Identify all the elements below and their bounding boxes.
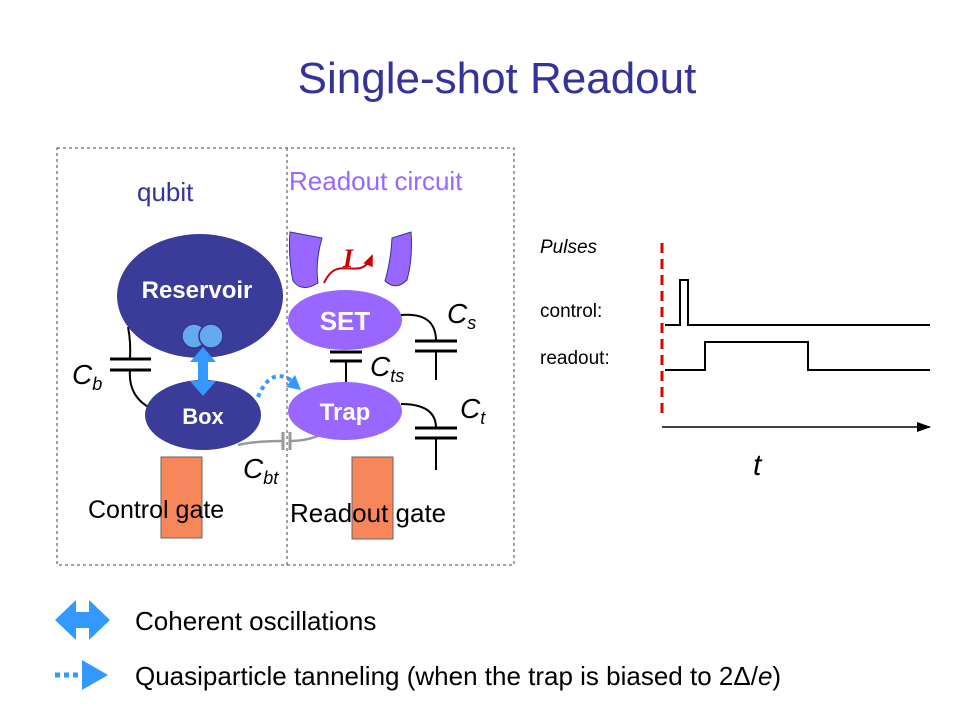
time-axis-label: t [753, 449, 763, 482]
current-label: I [342, 244, 354, 273]
ct-label: Ct [460, 393, 486, 428]
pulse-timing-panel: Pulses control: readout: t [540, 237, 931, 482]
set-lead-left [288, 231, 323, 288]
legend-coherent-text: Coherent oscillations [135, 606, 376, 636]
legend-quasiparticle-text: Quasiparticle tanneling (when the trap i… [135, 661, 781, 691]
box-node [145, 380, 261, 450]
cb-sub: b [92, 374, 102, 394]
reservoir-label: Reservoir [142, 277, 253, 304]
capacitor-cs [400, 313, 457, 380]
circuit-frame [56, 147, 515, 566]
cts-label: Cts [370, 351, 404, 386]
cbt-wire-right [289, 434, 319, 443]
cbt-sub: bt [263, 468, 279, 488]
slide-title: Single-shot Readout [298, 54, 697, 103]
dotted-arrow-icon [55, 660, 108, 690]
trap-label: Trap [320, 399, 371, 426]
cb-main: C [72, 359, 93, 390]
dotted-arrow-head [82, 660, 108, 690]
capacitor-cbt [237, 432, 319, 450]
control-pulse-label: control: [540, 301, 602, 322]
qubit-label: qubit [137, 177, 194, 207]
box-label: Box [182, 404, 224, 429]
coherent-oscillation-arrow-icon [190, 347, 216, 396]
control-pulse-trace [665, 279, 930, 326]
ct-sub: t [480, 408, 486, 428]
cs-label: Cs [447, 298, 476, 333]
double-arrow-icon [55, 600, 110, 640]
control-gate-electrode [160, 456, 203, 539]
cb-wire-bottom [128, 369, 151, 409]
cbt-label: Cbt [243, 453, 279, 488]
cb-wire-top [127, 326, 132, 360]
current-arrow [323, 254, 373, 284]
ct-main: C [460, 393, 481, 424]
set-node [288, 290, 402, 350]
legend-quasiparticle-italic: e [758, 661, 772, 691]
readout-gate-electrode [351, 456, 394, 540]
quasiparticle-tunneling-path [256, 374, 294, 398]
control-gate-label: Control gate [88, 496, 224, 524]
legend: Coherent oscillations Quasiparticle tann… [55, 600, 781, 691]
capacitor-cb [110, 326, 151, 409]
set-lead-right [384, 231, 412, 287]
reservoir-node [117, 234, 283, 358]
readout-gate-label: Readout gate [290, 498, 446, 528]
ct-wire-top [400, 403, 437, 429]
cbt-main: C [243, 453, 264, 484]
set-label: SET [320, 306, 371, 336]
cts-sub: ts [390, 366, 404, 386]
trap-node [288, 382, 402, 440]
cts-main: C [370, 351, 391, 382]
capacitor-ct [400, 403, 457, 470]
readout-pulse-label: readout: [540, 348, 610, 369]
legend-quasiparticle-end: ) [772, 661, 781, 691]
pulses-title: Pulses [540, 237, 598, 258]
cbt-wire-left [237, 439, 284, 447]
quasiparticle-arrowhead-icon [286, 375, 301, 390]
readout-pulse-trace [665, 341, 930, 371]
cs-wire-top [400, 313, 437, 342]
cs-main: C [447, 298, 468, 329]
cooper-pair-right [198, 323, 224, 349]
capacitor-cts [330, 350, 362, 383]
legend-quasiparticle-main: Quasiparticle tanneling (when the trap i… [135, 661, 759, 691]
readout-circuit-label: Readout circuit [289, 166, 463, 196]
cb-label: Cb [72, 359, 102, 394]
cs-sub: s [467, 313, 476, 333]
